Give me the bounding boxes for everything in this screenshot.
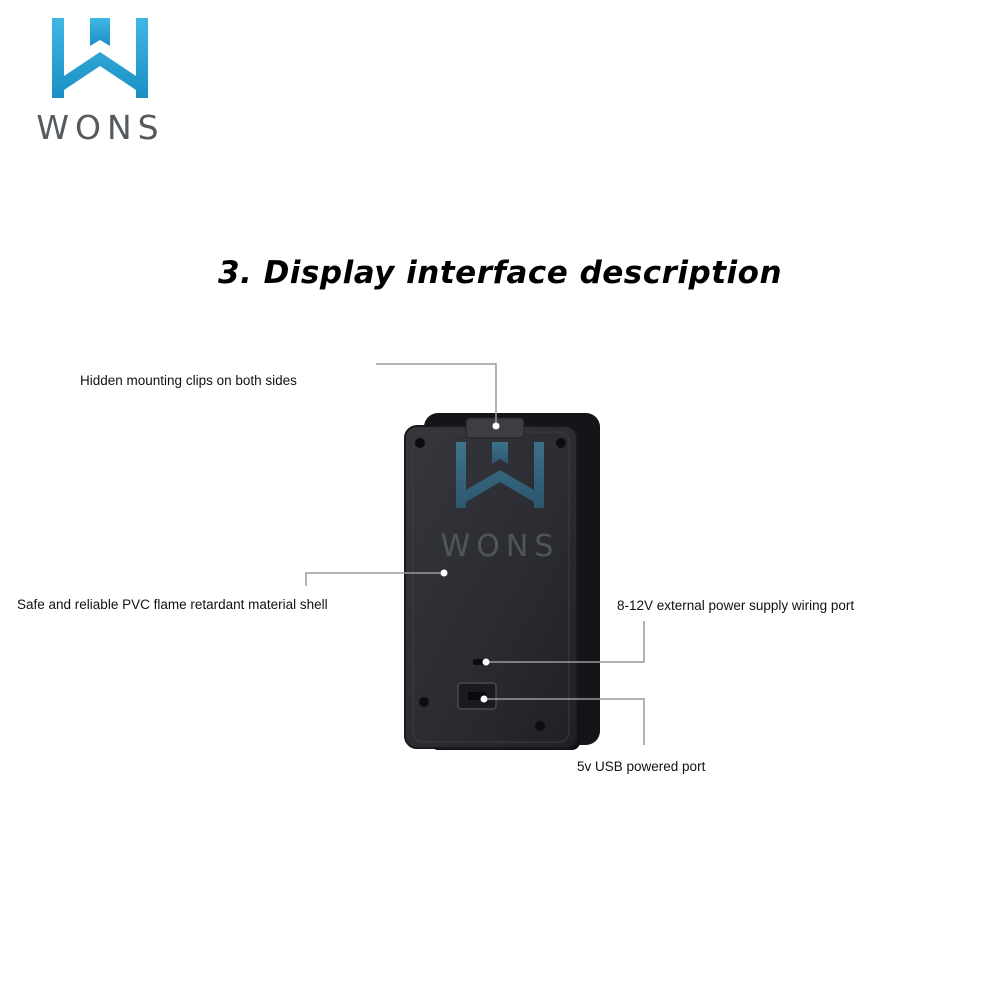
brand-logo: WONS bbox=[18, 12, 183, 147]
brand-wordmark: WONS bbox=[36, 108, 165, 147]
page-title: 3. Display interface description bbox=[217, 255, 783, 291]
leader-dots bbox=[440, 422, 500, 703]
watermark-wordmark: WONS bbox=[441, 529, 560, 564]
callout-mounting-clips: Hidden mounting clips on both sides bbox=[80, 373, 297, 388]
callout-pvc-shell: Safe and reliable PVC flame retardant ma… bbox=[17, 597, 328, 612]
leader-power bbox=[486, 621, 645, 663]
watermark-logo-icon bbox=[456, 442, 544, 508]
leader-lines bbox=[305, 363, 645, 745]
wons-logo-icon bbox=[52, 18, 148, 98]
leader-clips bbox=[376, 363, 497, 426]
leader-shell bbox=[305, 572, 444, 586]
usb-port bbox=[457, 682, 497, 710]
callout-power-port: 8-12V external power supply wiring port bbox=[617, 598, 855, 613]
screw-holes bbox=[415, 438, 566, 731]
callout-usb-port: 5v USB powered port bbox=[577, 759, 706, 774]
leader-usb bbox=[484, 698, 645, 745]
